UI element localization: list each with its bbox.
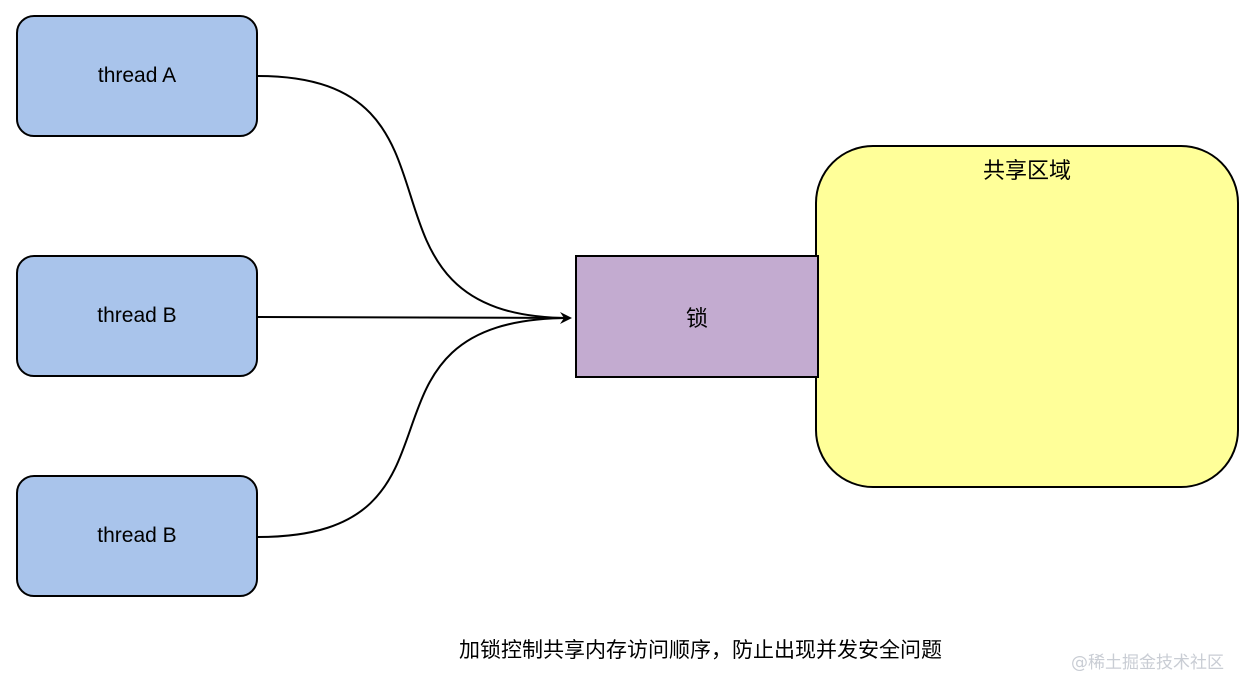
edge-thread-a-to-lock	[257, 75, 571, 319]
lock-node: 锁	[575, 255, 819, 378]
thread-a-label: thread A	[97, 64, 177, 87]
edge-thread-b2-to-lock	[257, 317, 571, 538]
shared-region-label: 共享区域	[982, 159, 1071, 184]
thread-b-label-middle: thread B	[97, 304, 177, 327]
thread-b-node-bottom: thread B	[16, 475, 258, 597]
diagram-caption: 加锁控制共享内存访问顺序，防止出现并发安全问题	[459, 638, 942, 662]
lock-label: 锁	[685, 306, 708, 332]
thread-b-node-middle: thread B	[16, 255, 258, 377]
edge-thread-b1-to-lock	[257, 311, 572, 324]
shared-region-node: 共享区域	[815, 145, 1239, 488]
thread-a-node: thread A	[16, 15, 258, 137]
thread-b-label-bottom: thread B	[97, 524, 177, 547]
watermark: @稀土掘金技术社区	[1071, 653, 1224, 673]
